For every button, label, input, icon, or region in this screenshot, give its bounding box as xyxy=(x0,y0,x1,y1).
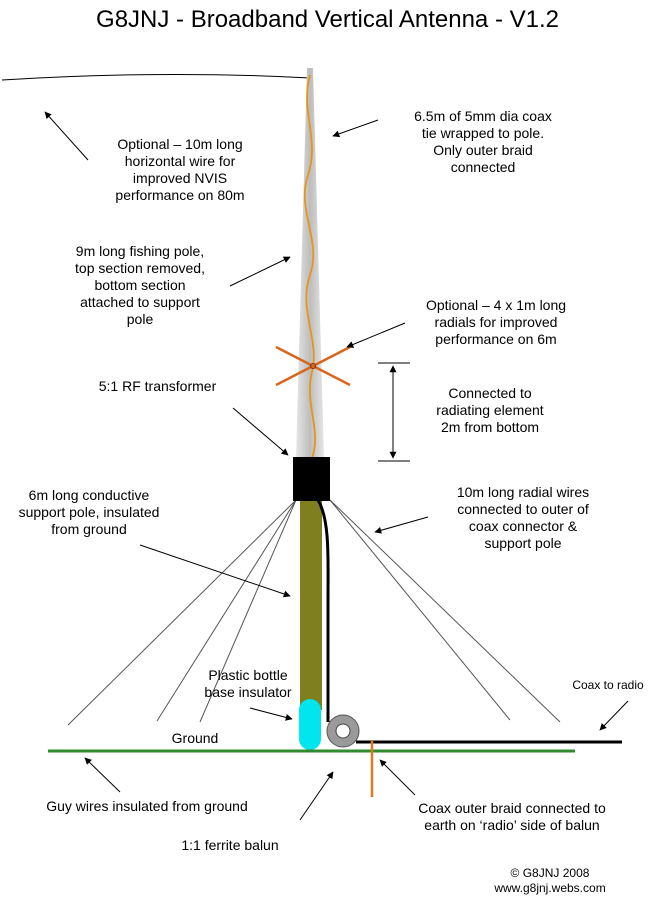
arrow-transformer xyxy=(232,407,289,456)
label-coax-to-radio: Coax to radio xyxy=(572,678,644,692)
support-pole xyxy=(300,500,322,710)
coax-feedline xyxy=(316,499,330,722)
page-title: G8JNJ - Broadband Vertical Antenna - V1.… xyxy=(96,6,559,33)
ferrite-balun-hole xyxy=(335,723,351,739)
arrow-fishing-pole xyxy=(229,256,291,287)
arrow-support-pole xyxy=(139,544,291,598)
arrow-radials-6m xyxy=(346,322,406,348)
coax-element xyxy=(303,74,316,459)
label-guy-wires: Guy wires insulated from ground xyxy=(46,798,248,814)
arrow-insulator xyxy=(249,707,293,721)
arrow-balun xyxy=(299,771,334,821)
radial-wires xyxy=(329,499,561,723)
label-transformer: 5:1 RF transformer xyxy=(98,378,217,394)
radials-6m xyxy=(275,345,351,387)
label-balun: 1:1 ferrite balun xyxy=(181,837,279,853)
arrow-nvis xyxy=(44,111,89,161)
radial-junction xyxy=(310,363,316,369)
label-fishing-pole: 9m long fishing pole,top section removed… xyxy=(75,243,205,327)
arrow-braid-earth xyxy=(379,759,416,796)
nvis-wire xyxy=(1,73,311,81)
arrow-coax-element xyxy=(332,119,379,138)
guy-wires xyxy=(67,499,297,726)
leader-arrows xyxy=(44,111,629,821)
arrow-guy-wires xyxy=(84,757,121,793)
arrow-radial-wires xyxy=(374,516,429,534)
label-ground: Ground xyxy=(171,730,219,746)
dimension-arrow xyxy=(378,362,410,462)
rf-transformer xyxy=(293,457,330,501)
base-insulator xyxy=(299,699,321,750)
arrow-coax-to-radio xyxy=(599,700,629,731)
